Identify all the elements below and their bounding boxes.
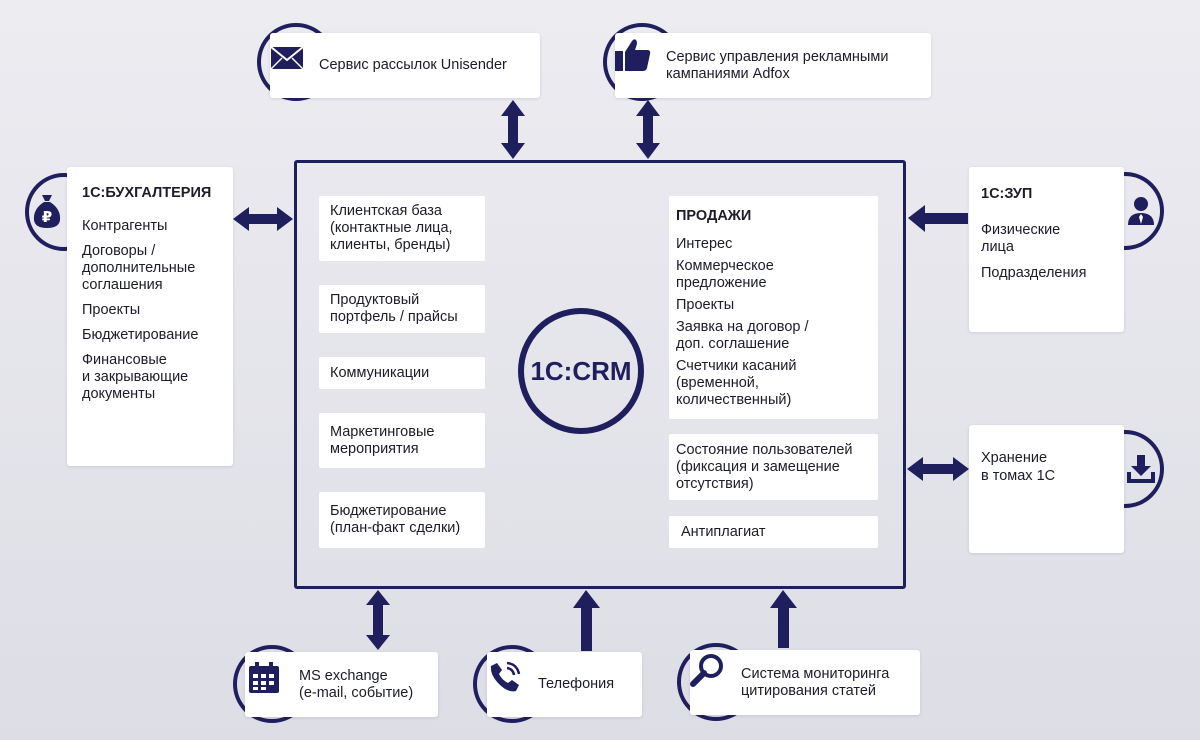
arrow-zup	[908, 205, 968, 232]
antiplagiat-box: Антиплагиат	[669, 516, 878, 548]
sales-box: ПРОДАЖИ Интерес Коммерческое предложение…	[669, 196, 878, 419]
arrow-storage	[907, 457, 969, 481]
accounting-box: 1С:БУХГАЛТЕРИЯ Контрагенты Договоры / до…	[67, 167, 233, 466]
accounting-item: Договоры / дополнительные соглашения	[82, 243, 196, 293]
adfox-label: Сервис управления рекламными кампаниями …	[666, 48, 889, 82]
arrow-accounting	[233, 207, 293, 231]
exchange-label: MS exchange (e-mail, событие)	[299, 667, 414, 701]
storage-label: Хранение в томах 1С	[981, 450, 1056, 484]
zup-box: 1С:ЗУП Физические лица Подразделения	[969, 167, 1124, 332]
magnifier-icon	[690, 654, 723, 687]
center-left-item: Продуктовый портфель / прайсы	[319, 285, 485, 333]
center-left-item: Маркетинговые мероприятия	[319, 413, 485, 468]
unisender-label: Сервис рассылок Unisender	[319, 57, 507, 73]
sales-item: Счетчики касаний (временной, количествен…	[676, 358, 797, 408]
sales-item: Заявка на договор / доп. соглашение	[676, 319, 809, 352]
thumbs-up-icon	[615, 39, 651, 71]
accounting-item: Контрагенты	[82, 218, 168, 234]
arrow-adfox	[636, 100, 660, 159]
center-left-item: Клиентская база (контактные лица, клиент…	[319, 196, 485, 261]
download-icon	[1127, 455, 1155, 483]
adfox-box: Сервис управления рекламными кампаниями …	[615, 33, 931, 98]
sales-item: Коммерческое предложение	[676, 258, 774, 291]
user-icon	[1128, 197, 1154, 225]
arrow-telephony	[573, 590, 600, 651]
monitoring-box: Система мониторинга цитирования статей	[690, 650, 920, 715]
accounting-item: Финансовые и закрывающие документы	[82, 352, 189, 402]
telephony-label: Телефония	[538, 676, 615, 692]
arrow-exchange	[366, 590, 390, 650]
calendar-icon	[249, 662, 279, 693]
sales-item: Проекты	[676, 297, 735, 313]
accounting-title: 1С:БУХГАЛТЕРИЯ	[82, 185, 212, 201]
accounting-item: Проекты	[82, 302, 141, 318]
crm-logo: 1С:CRM	[518, 308, 644, 434]
arrow-monitoring	[770, 590, 797, 648]
envelope-icon	[270, 46, 304, 70]
phone-icon	[490, 661, 521, 692]
center-left-item: Коммуникации	[319, 357, 485, 389]
monitoring-label: Система мониторинга цитирования статей	[741, 665, 890, 699]
money-bag-ruble-icon: ₽	[33, 195, 61, 228]
zup-item: Физические лица	[981, 222, 1061, 255]
arrow-unisender	[501, 100, 525, 159]
accounting-item: Бюджетирование	[82, 327, 199, 343]
zup-title: 1С:ЗУП	[981, 186, 1033, 202]
sales-title: ПРОДАЖИ	[676, 208, 752, 224]
storage-box: Хранение в томах 1С	[969, 425, 1124, 553]
crm-frame	[294, 160, 906, 589]
center-left-item: Бюджетирование (план-факт сделки)	[319, 492, 485, 548]
unisender-box: Сервис рассылок Unisender	[270, 33, 540, 98]
user-state-box: Состояние пользователей (фиксация и заме…	[669, 434, 878, 500]
sales-item: Интерес	[676, 236, 733, 252]
svg-text:₽: ₽	[42, 208, 52, 226]
zup-item: Подразделения	[981, 265, 1087, 281]
